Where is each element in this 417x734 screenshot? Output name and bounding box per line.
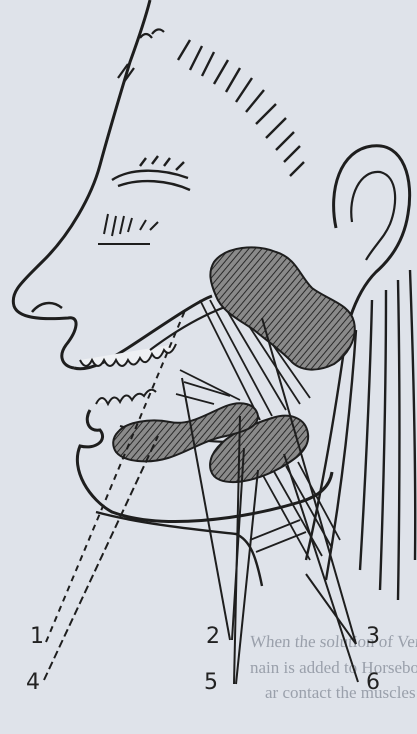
leader-line-4 bbox=[44, 436, 158, 680]
label-1: 1 bbox=[30, 626, 44, 648]
label-6: 6 bbox=[366, 672, 380, 694]
lower-teeth bbox=[96, 390, 156, 404]
leader-line-5b bbox=[236, 470, 258, 684]
label-2: 2 bbox=[206, 626, 220, 648]
ear-inner bbox=[351, 172, 395, 260]
cheek-shading bbox=[98, 214, 158, 244]
label-5: 5 bbox=[204, 672, 218, 694]
nostril bbox=[32, 303, 62, 312]
parotid-gland bbox=[210, 247, 354, 369]
leader-line-3b bbox=[306, 574, 356, 644]
label-4: 4 bbox=[26, 672, 40, 694]
eye bbox=[112, 156, 190, 190]
hair-strokes bbox=[178, 40, 304, 176]
label-3: 3 bbox=[366, 626, 380, 648]
